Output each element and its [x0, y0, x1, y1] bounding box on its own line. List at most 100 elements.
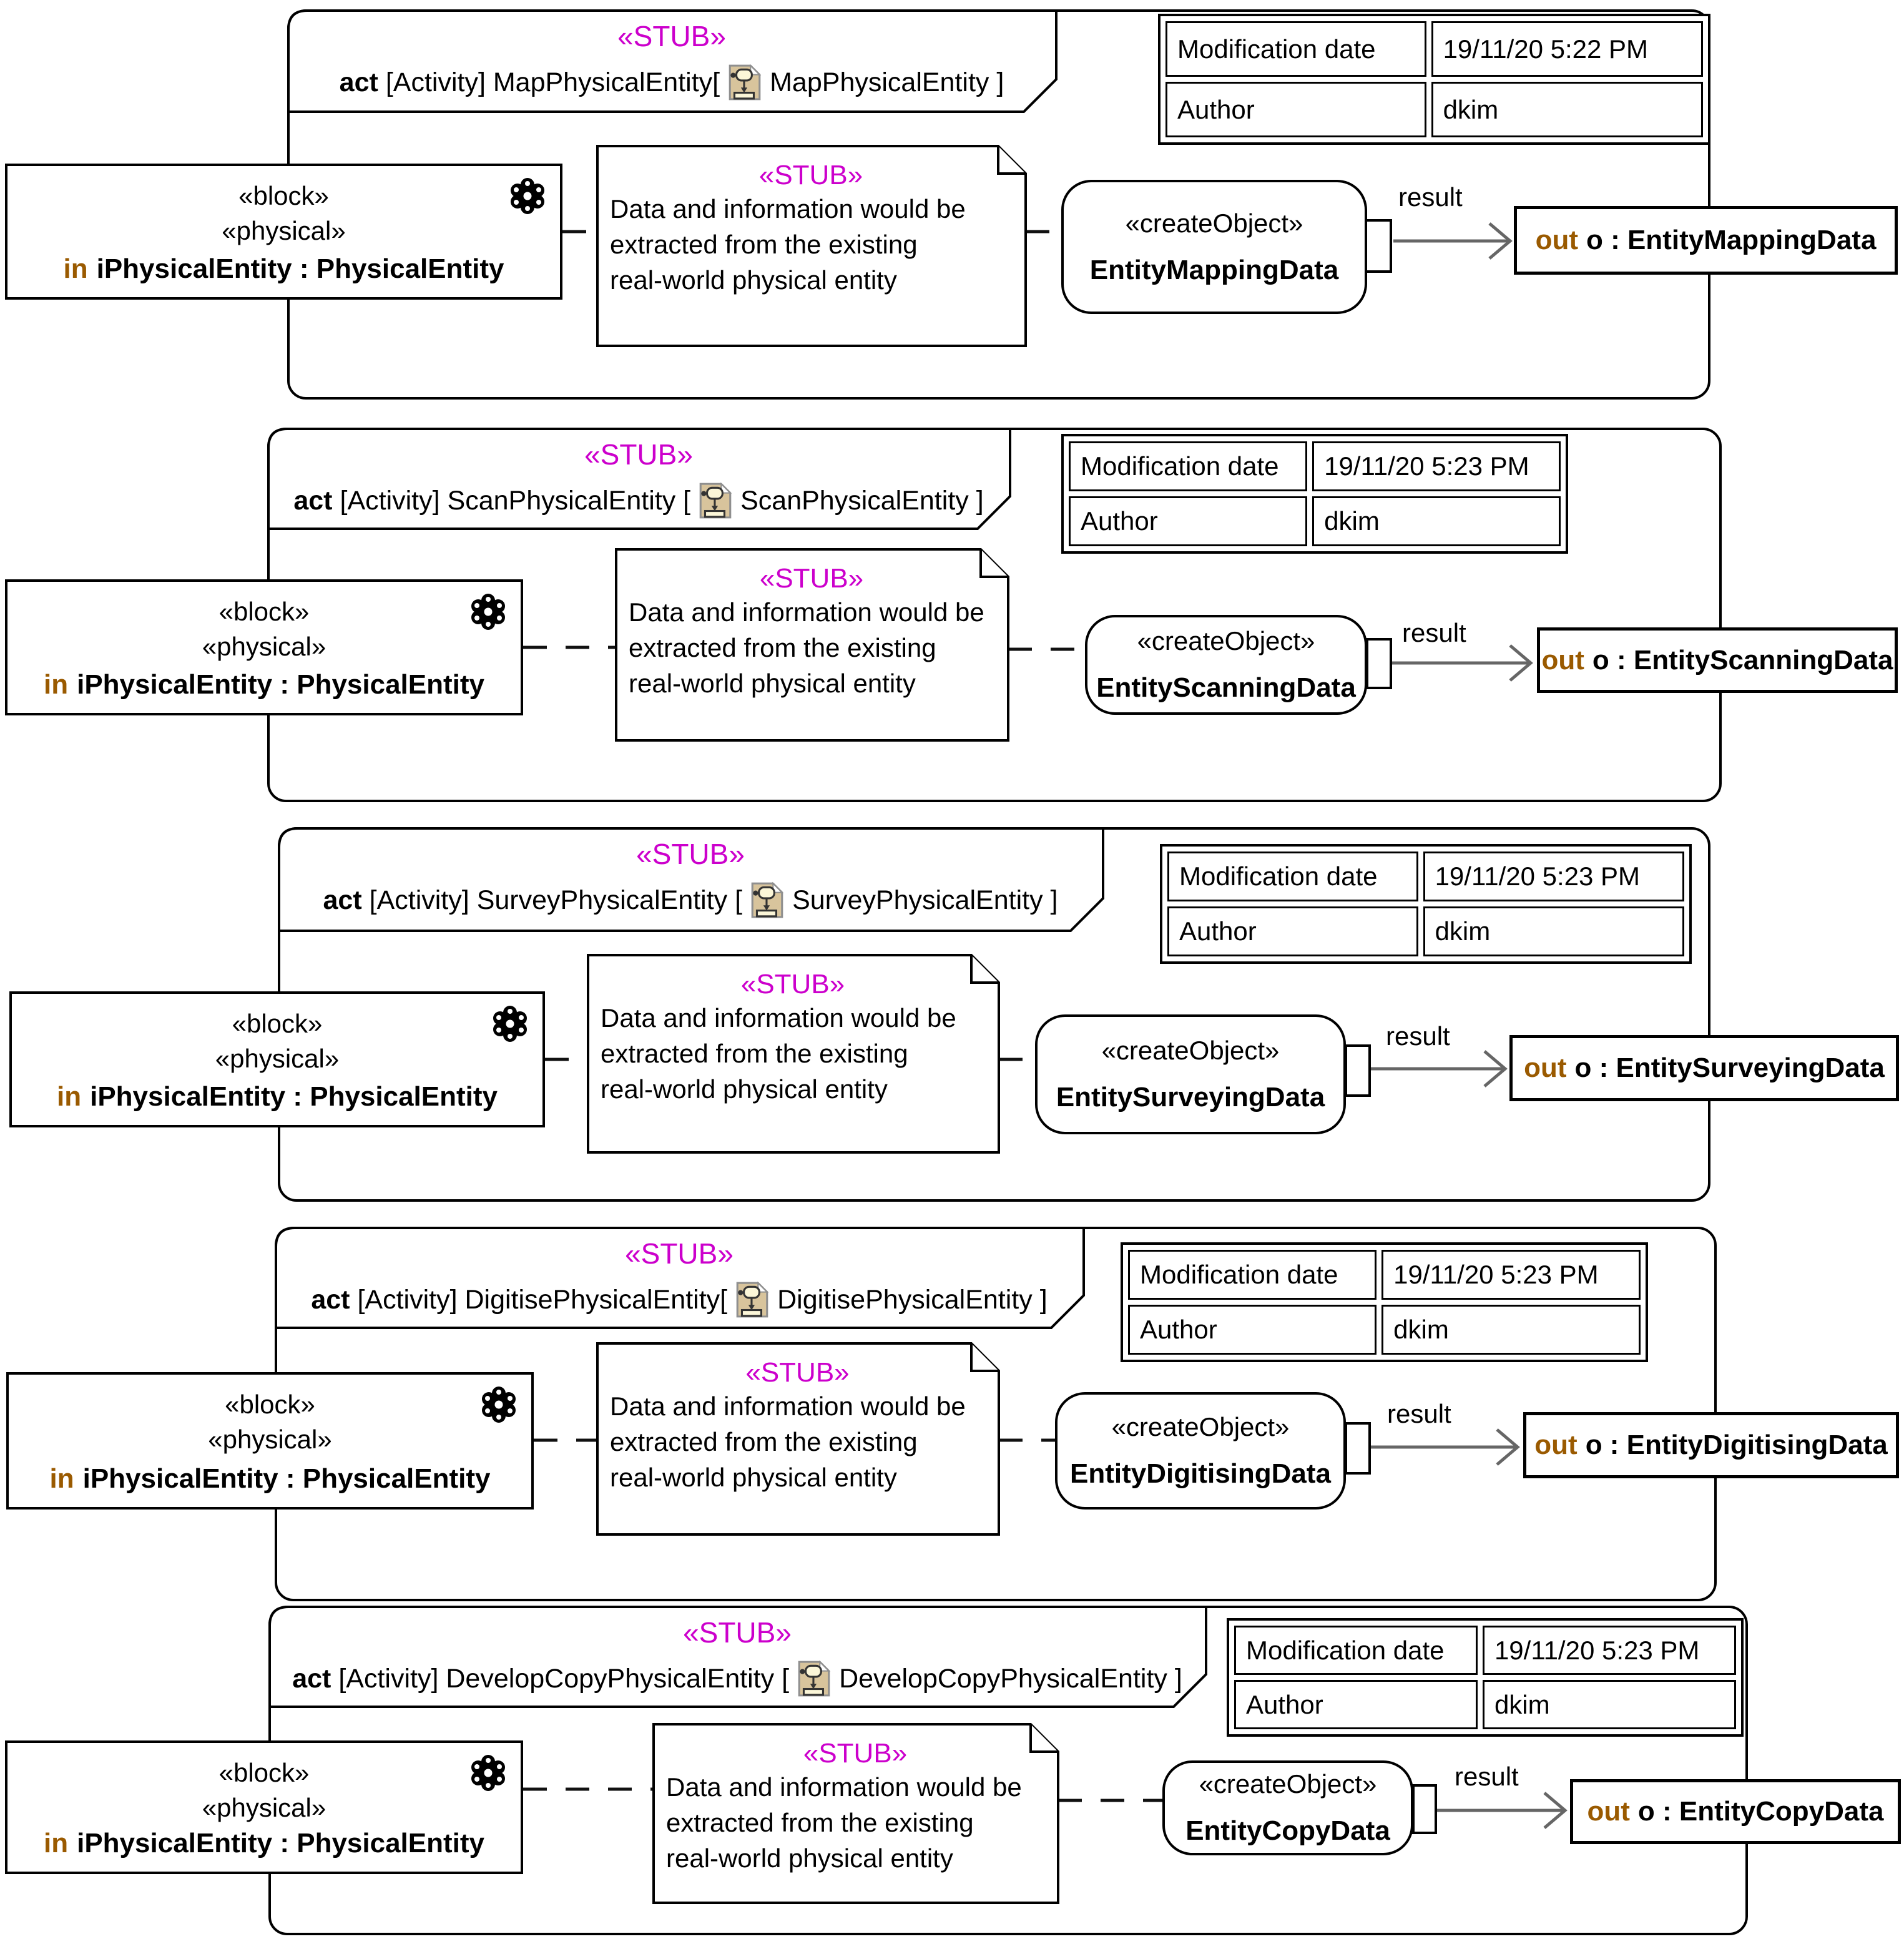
note-stub-stereotype: «STUB»: [758, 160, 863, 190]
title-post-text: SurveyPhysicalEntity ]: [792, 885, 1058, 915]
output-pin: [1345, 1044, 1371, 1097]
note-line: extracted from the existing: [610, 1427, 918, 1456]
block-name: in iPhysicalEntity : PhysicalEntity: [44, 669, 484, 700]
frame-stub-stereotype: «STUB»: [636, 838, 745, 870]
dashed-connector: [534, 1438, 596, 1442]
activity-diagram-icon: [751, 881, 784, 918]
output-pin: [1365, 219, 1392, 273]
table-cell-modification-value: 19/11/20 5:23 PM: [1312, 441, 1561, 491]
table-cell-author-value: dkim: [1482, 1680, 1736, 1729]
table-cell-author-label: Author: [1234, 1680, 1478, 1729]
stub-note: «STUB» Data and information would be ext…: [587, 954, 999, 1152]
table-cell-author-label: Author: [1165, 82, 1426, 137]
result-pin-label: result: [1398, 182, 1463, 212]
create-object-action: «createObject» EntitySurveyingData: [1035, 1014, 1346, 1134]
block-name: in iPhysicalEntity : PhysicalEntity: [64, 253, 504, 285]
block-stereotype: «block»: [225, 1390, 315, 1419]
create-object-action: «createObject» EntityScanningData: [1085, 615, 1367, 715]
stub-note: «STUB» Data and information would be ext…: [615, 548, 1008, 740]
input-parameter-block: «block» «physical» in iPhysicalEntity : …: [9, 991, 545, 1127]
table-cell-modification-value: 19/11/20 5:23 PM: [1423, 852, 1684, 901]
frame-title: act [Activity] DevelopCopyPhysicalEntity…: [281, 1656, 1194, 1702]
title-act-keyword: act: [292, 1663, 331, 1694]
block-typed-name: iPhysicalEntity : PhysicalEntity: [82, 1463, 491, 1494]
output-parameter-node: out o : EntityCopyData: [1570, 1779, 1901, 1844]
block-stereotype: «block»: [218, 1758, 310, 1787]
title-pre-text: [Activity] MapPhysicalEntity[: [385, 67, 720, 97]
frame-title: act [Activity] ScanPhysicalEntity [ Scan…: [280, 478, 998, 524]
output-typed-name: o : EntitySurveyingData: [1574, 1053, 1885, 1083]
note-stub-stereotype: «STUB»: [740, 969, 845, 999]
action-name: EntityDigitisingData: [1069, 1458, 1332, 1489]
block-name: in iPhysicalEntity : PhysicalEntity: [50, 1463, 491, 1495]
note-line: real-world physical entity: [610, 1463, 897, 1492]
physical-block-icon: [471, 594, 505, 630]
table-cell-author-value: dkim: [1312, 496, 1561, 546]
metadata-table: Modification date 19/11/20 5:23 PM Autho…: [1160, 844, 1692, 964]
note-line: Data and information would be: [629, 597, 984, 627]
input-parameter-block: «block» «physical» in iPhysicalEntity : …: [5, 1740, 523, 1874]
output-parameter-node: out o : EntityDigitisingData: [1523, 1412, 1899, 1478]
title-post-text: DigitisePhysicalEntity ]: [777, 1284, 1048, 1315]
output-typed-name: o : EntityMappingData: [1586, 225, 1877, 255]
table-cell-author-value: dkim: [1431, 82, 1703, 137]
title-post-text: MapPhysicalEntity ]: [770, 67, 1004, 97]
block-name: in iPhysicalEntity : PhysicalEntity: [44, 1828, 484, 1859]
physical-stereotype: «physical»: [202, 632, 326, 661]
output-pin: [1366, 638, 1392, 689]
dashed-connector: [545, 1058, 587, 1061]
result-pin-label: result: [1402, 618, 1466, 647]
frame-title: act [Activity] MapPhysicalEntity[ MapPhy…: [300, 59, 1044, 106]
output-parameter-node: out o : EntityScanningData: [1537, 627, 1898, 693]
physical-stereotype: «physical»: [222, 216, 346, 245]
result-pin-label: result: [1386, 1021, 1450, 1051]
metadata-table: Modification date 19/11/20 5:22 PM Autho…: [1158, 14, 1710, 145]
table-cell-author-label: Author: [1128, 1305, 1377, 1355]
physical-block-icon: [482, 1387, 516, 1423]
frame-title: act [Activity] SurveyPhysicalEntity [ Su…: [290, 877, 1091, 923]
title-act-keyword: act: [293, 485, 333, 516]
table-cell-modification-label: Modification date: [1234, 1626, 1478, 1675]
physical-stereotype: «physical»: [215, 1044, 340, 1073]
action-name: EntityCopyData: [1185, 1815, 1390, 1846]
action-stereotype: «createObject»: [1125, 208, 1303, 238]
physical-block-icon: [511, 178, 544, 214]
block-typed-name: iPhysicalEntity : PhysicalEntity: [77, 669, 484, 700]
result-pin-label: result: [1387, 1399, 1451, 1428]
output-typed-name: o : EntityDigitisingData: [1585, 1430, 1888, 1460]
block-typed-name: iPhysicalEntity : PhysicalEntity: [90, 1081, 498, 1112]
note-line: Data and information would be: [610, 194, 966, 223]
activity-diagram-icon: [699, 482, 732, 519]
frame-title-tab: [267, 428, 1011, 530]
metadata-table: Modification date 19/11/20 5:23 PM Autho…: [1061, 434, 1568, 554]
stub-note-shape: [587, 954, 1000, 1154]
metadata-table: Modification date 19/11/20 5:23 PM Autho…: [1227, 1618, 1744, 1737]
block-stereotype: «block»: [232, 1009, 323, 1038]
note-line: extracted from the existing: [601, 1039, 908, 1068]
object-flow-arrow: [1392, 644, 1533, 682]
table-cell-author-label: Author: [1167, 906, 1418, 956]
activity-diagram-icon: [798, 1660, 831, 1697]
title-pre-text: [Activity] ScanPhysicalEntity [: [340, 485, 691, 516]
block-typed-name: iPhysicalEntity : PhysicalEntity: [77, 1828, 484, 1858]
action-stereotype: «createObject»: [1111, 1412, 1290, 1441]
note-line: Data and information would be: [610, 1392, 966, 1421]
title-post-text: ScanPhysicalEntity ]: [740, 485, 984, 516]
note-line: extracted from the existing: [629, 633, 936, 662]
dashed-connector: [1008, 647, 1085, 651]
object-flow-arrow: [1393, 222, 1513, 260]
note-line: real-world physical entity: [629, 669, 916, 698]
dashed-connector: [999, 1438, 1055, 1442]
object-flow-arrow: [1371, 1428, 1520, 1466]
action-stereotype: «createObject»: [1101, 1036, 1280, 1065]
in-keyword: in: [49, 1463, 74, 1494]
in-keyword: in: [57, 1081, 82, 1112]
in-keyword: in: [44, 1828, 69, 1858]
table-cell-modification-label: Modification date: [1069, 441, 1308, 491]
note-stub-stereotype: «STUB»: [759, 563, 864, 594]
table-cell-author-value: dkim: [1381, 1305, 1641, 1355]
action-name: EntitySurveyingData: [1056, 1082, 1325, 1112]
input-parameter-block: «block» «physical» in iPhysicalEntity : …: [6, 1372, 534, 1509]
table-cell-modification-value: 19/11/20 5:23 PM: [1381, 1250, 1641, 1300]
